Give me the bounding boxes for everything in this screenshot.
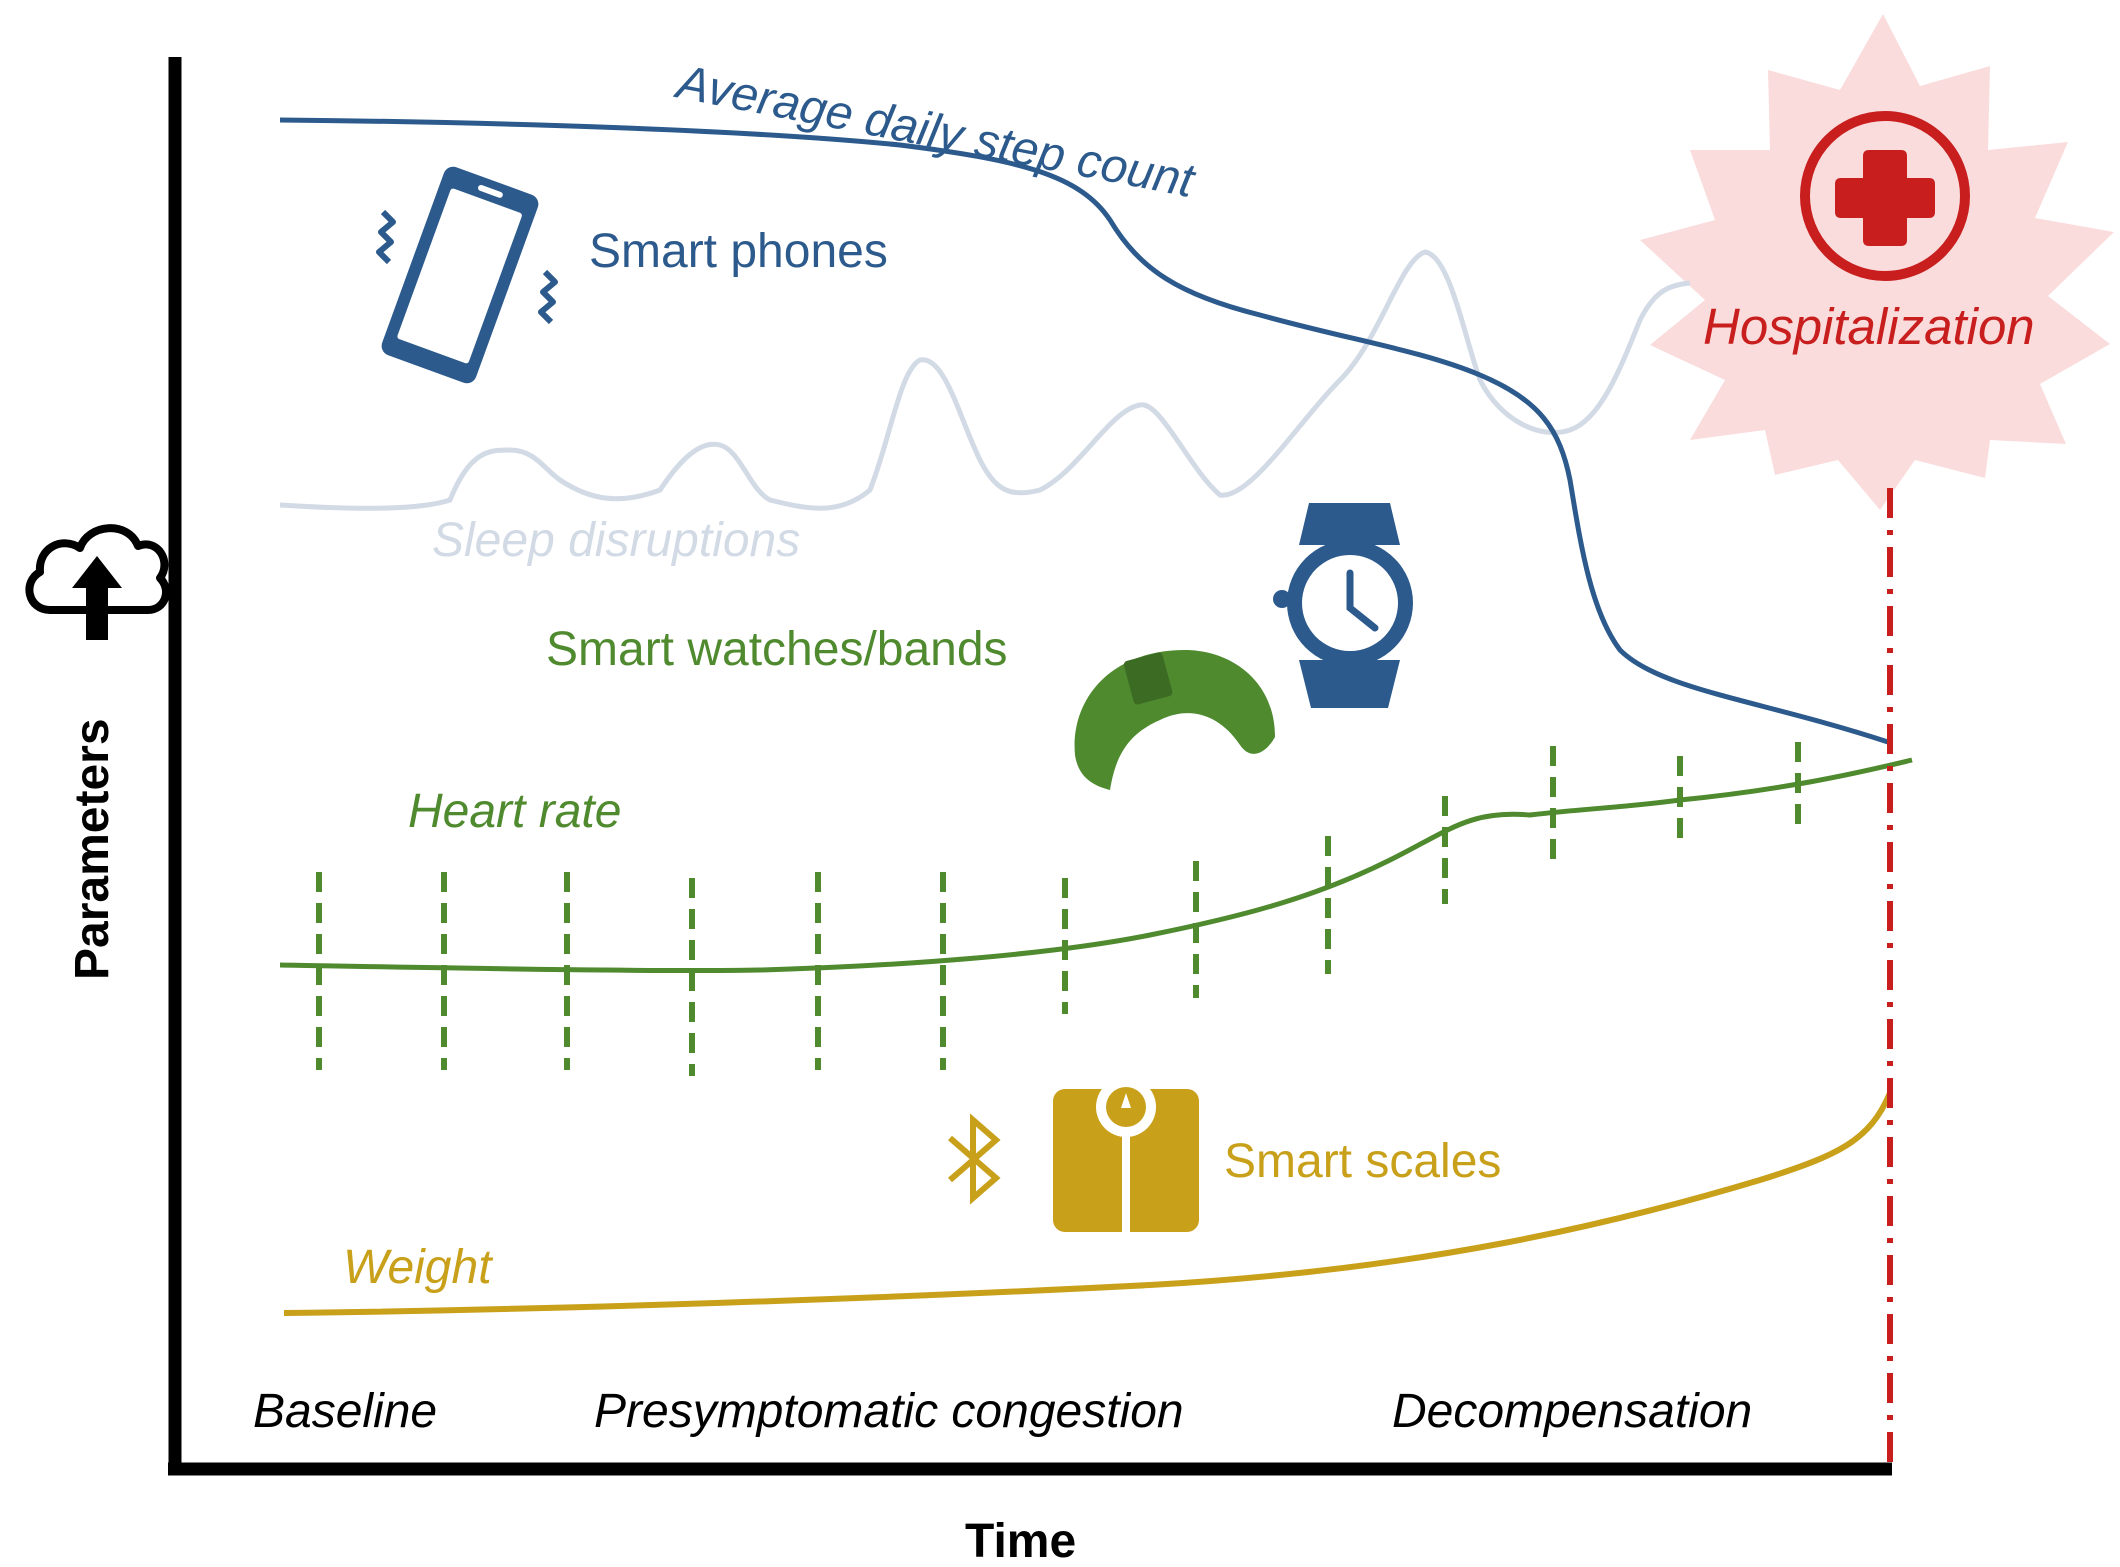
cloud-upload-icon <box>25 524 170 640</box>
phase-presymptomatic: Presymptomatic congestion <box>594 1385 1184 1438</box>
x-axis-label: Time <box>965 1515 1076 1567</box>
smart-scales-label: Smart scales <box>1224 1135 1501 1188</box>
heart-rate-line <box>279 757 1913 974</box>
smartphone-icon <box>376 166 558 384</box>
phase-baseline: Baseline <box>253 1385 437 1438</box>
smart-watches-label: Smart watches/bands <box>546 623 1008 676</box>
smart-phones-label: Smart phones <box>589 225 888 278</box>
bluetooth-icon <box>948 1113 1001 1205</box>
hospitalization-burst <box>1640 14 2114 510</box>
smartwatch-icon <box>1273 503 1413 708</box>
phase-decompensation: Decompensation <box>1392 1385 1752 1438</box>
y-axis-label: Parameters <box>66 718 119 980</box>
axes <box>168 57 1892 1476</box>
hospitalization-label: Hospitalization <box>1703 298 2035 355</box>
sleep-disruptions-label: Sleep disruptions <box>432 514 800 567</box>
weight-label: Weight <box>343 1241 493 1294</box>
heart-rate-label: Heart rate <box>408 785 621 838</box>
fitness-band-icon <box>1074 650 1275 790</box>
step-count-line <box>279 117 1889 745</box>
smart-scale-icon <box>1053 1077 1199 1232</box>
medical-cross-icon <box>1800 111 1970 281</box>
weight-line <box>283 1091 1893 1316</box>
